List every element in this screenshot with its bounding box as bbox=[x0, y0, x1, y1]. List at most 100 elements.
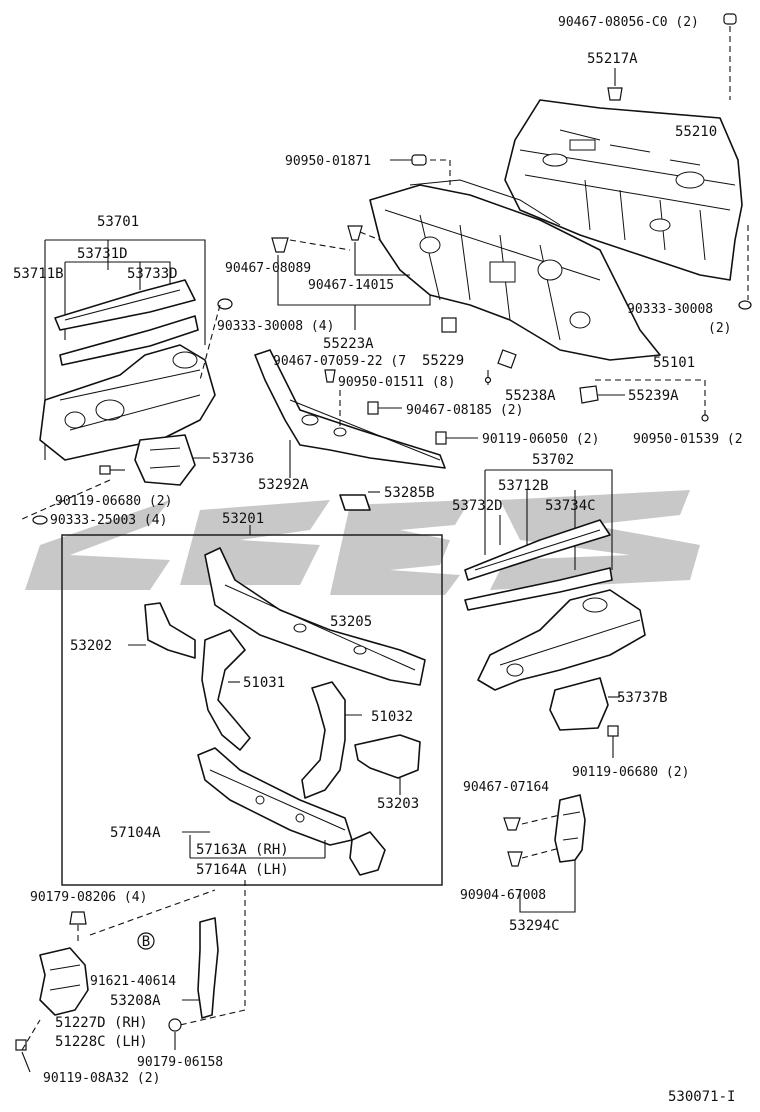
label-90119-08A32: 90119-08A32 (2) bbox=[43, 1071, 160, 1086]
label-53701: 53701 bbox=[97, 214, 139, 230]
label-53734C: 53734C bbox=[545, 498, 596, 514]
part-55210-upper-panel[interactable] bbox=[504, 99, 743, 281]
label-53285B: 53285B bbox=[384, 485, 435, 501]
label-90119-06680-left: 90119-06680 (2) bbox=[55, 494, 172, 509]
label-90333-25003: 90333-25003 (4) bbox=[50, 513, 167, 528]
label-51031: 51031 bbox=[243, 675, 285, 691]
washer-90333-30008-right[interactable] bbox=[738, 300, 752, 310]
bolt-90119-06680-right[interactable] bbox=[607, 725, 619, 737]
label-53294C: 53294C bbox=[509, 918, 560, 934]
label-90333-30008-right-qty: (2) bbox=[708, 321, 731, 336]
part-53202[interactable] bbox=[144, 602, 196, 659]
label-90467-08056: 90467-08056-C0 (2) bbox=[558, 15, 699, 30]
part-53737B[interactable] bbox=[549, 677, 609, 731]
label-57104A: 57104A bbox=[110, 825, 161, 841]
label-90950-01511: 90950-01511 (8) bbox=[338, 375, 455, 390]
part-53203[interactable] bbox=[354, 734, 421, 779]
label-53205: 53205 bbox=[330, 614, 372, 630]
part-53733D[interactable] bbox=[59, 315, 199, 366]
label-53208A: 53208A bbox=[110, 993, 161, 1009]
label-53731D: 53731D bbox=[77, 246, 128, 262]
part-53734C[interactable] bbox=[464, 567, 613, 611]
clip-55229[interactable] bbox=[441, 317, 457, 333]
label-90950-01539: 90950-01539 (2 bbox=[633, 432, 743, 447]
part-57163A-57164A[interactable] bbox=[349, 831, 386, 876]
part-53285B[interactable] bbox=[339, 494, 371, 511]
label-55223A: 55223A bbox=[323, 336, 374, 352]
clip-90467-08185[interactable] bbox=[367, 401, 379, 415]
label-55229: 55229 bbox=[422, 353, 464, 369]
label-55217A: 55217A bbox=[587, 51, 638, 67]
label-90119-06050: 90119-06050 (2) bbox=[482, 432, 599, 447]
label-90333-30008-right: 90333-30008 bbox=[627, 302, 713, 317]
label-90467-08089: 90467-08089 bbox=[225, 261, 311, 276]
assembly-frame-53201 bbox=[61, 534, 443, 886]
clip-90467-07164[interactable] bbox=[503, 817, 521, 831]
part-55101-dash-panel[interactable] bbox=[369, 179, 661, 361]
part-53736[interactable] bbox=[134, 434, 196, 486]
clip-90467-08056[interactable] bbox=[723, 13, 737, 25]
label-53203: 53203 bbox=[377, 796, 419, 812]
label-53202: 53202 bbox=[70, 638, 112, 654]
label-53702: 53702 bbox=[532, 452, 574, 468]
label-57164A: 57164A (LH) bbox=[196, 862, 289, 878]
washer-90333-30008-left[interactable] bbox=[217, 298, 233, 310]
label-90950-01871: 90950-01871 bbox=[285, 154, 371, 169]
part-53712B[interactable] bbox=[477, 589, 646, 691]
label-53732D: 53732D bbox=[452, 498, 503, 514]
part-51032[interactable] bbox=[301, 681, 346, 799]
label-53711B: 53711B bbox=[13, 266, 64, 282]
label-90467-07059: 90467-07059-22 (7 bbox=[273, 354, 406, 369]
figure-id: 530071-I bbox=[668, 1089, 735, 1105]
part-53208A[interactable] bbox=[197, 917, 219, 1019]
bolt-90119-06050[interactable] bbox=[435, 431, 447, 445]
label-53201: 53201 bbox=[222, 511, 264, 527]
marker-B: B bbox=[137, 932, 155, 950]
label-90904-67008: 90904-67008 bbox=[460, 888, 546, 903]
label-91621-40614: 91621-40614 bbox=[90, 974, 176, 989]
marker-B-text: B bbox=[142, 934, 150, 950]
clip-90904-67008[interactable] bbox=[507, 851, 523, 867]
label-53292A: 53292A bbox=[258, 477, 309, 493]
label-90179-06158: 90179-06158 bbox=[137, 1055, 223, 1070]
label-51227D: 51227D (RH) bbox=[55, 1015, 148, 1031]
label-53737B: 53737B bbox=[617, 690, 668, 706]
part-53731D[interactable] bbox=[54, 279, 196, 331]
label-90467-08185: 90467-08185 (2) bbox=[406, 403, 523, 418]
label-55101: 55101 bbox=[653, 355, 695, 371]
clip-90467-08089[interactable] bbox=[271, 237, 289, 253]
nut-90179-08206[interactable] bbox=[69, 911, 87, 925]
part-51227D-51228C[interactable] bbox=[39, 947, 89, 1016]
clip-90950-01871[interactable] bbox=[411, 154, 427, 166]
part-53711B[interactable] bbox=[39, 344, 216, 461]
label-53712B: 53712B bbox=[498, 478, 549, 494]
label-55210: 55210 bbox=[675, 124, 717, 140]
label-90467-14015: 90467-14015 bbox=[308, 278, 394, 293]
part-53205[interactable] bbox=[204, 547, 426, 686]
label-90119-06680-right: 90119-06680 (2) bbox=[572, 765, 689, 780]
label-51228C: 51228C (LH) bbox=[55, 1034, 148, 1050]
label-53733D: 53733D bbox=[127, 266, 178, 282]
clip-90467-14015[interactable] bbox=[347, 225, 363, 241]
label-90467-07164: 90467-07164 bbox=[463, 780, 549, 795]
clip-55217A[interactable] bbox=[607, 87, 623, 101]
label-55238A: 55238A bbox=[505, 388, 556, 404]
label-90179-08206: 90179-08206 (4) bbox=[30, 890, 147, 905]
label-55239A: 55239A bbox=[628, 388, 679, 404]
label-90333-30008-left: 90333-30008 (4) bbox=[217, 319, 334, 334]
clip-55238A[interactable] bbox=[497, 349, 517, 369]
label-53736: 53736 bbox=[212, 451, 254, 467]
bolt-90119-06680-left[interactable] bbox=[99, 465, 125, 475]
part-51031[interactable] bbox=[201, 629, 251, 751]
clip-55239A[interactable] bbox=[579, 385, 599, 404]
part-53292A[interactable] bbox=[254, 349, 446, 469]
nut-90179-06158[interactable] bbox=[168, 1018, 182, 1032]
part-53294C[interactable] bbox=[554, 794, 586, 863]
label-57163A: 57163A (RH) bbox=[196, 842, 289, 858]
part-53732D[interactable] bbox=[464, 519, 611, 581]
clip-90950-01511[interactable] bbox=[324, 369, 336, 383]
bolt-90119-08A32[interactable] bbox=[15, 1039, 27, 1051]
labels: 90467-08056-C0 (2) 55217A 55210 90950-01… bbox=[13, 15, 743, 1105]
label-51032: 51032 bbox=[371, 709, 413, 725]
